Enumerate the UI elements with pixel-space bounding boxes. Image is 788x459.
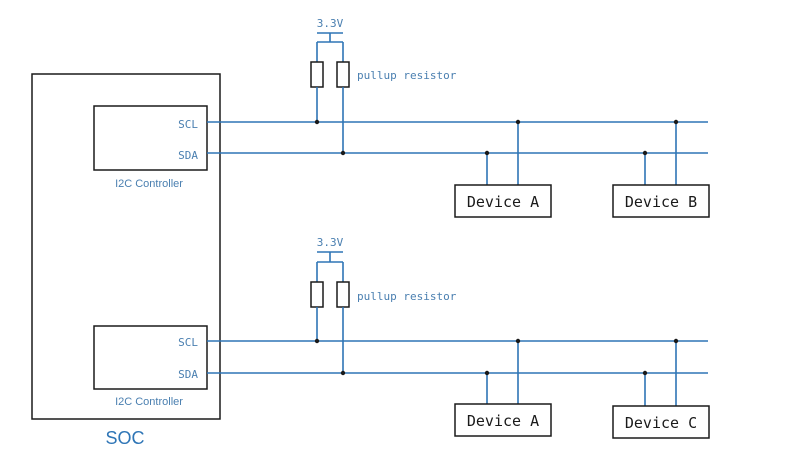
bus-2: SCL SDA I2C Controller 3.3V pullup resis… bbox=[93, 236, 710, 439]
device-b-box-1 bbox=[612, 184, 710, 218]
junction-dot bbox=[314, 338, 320, 344]
junction-dot bbox=[340, 370, 346, 376]
junction-dot bbox=[673, 119, 679, 125]
resistor-label-2: pullup resistor bbox=[357, 290, 457, 303]
supply-label-1: 3.3V bbox=[317, 17, 344, 30]
pullup-resistor-scl-2 bbox=[310, 281, 324, 308]
junction-dot bbox=[515, 119, 521, 125]
pullup-resistor-sda-1 bbox=[336, 61, 350, 88]
junction-dot bbox=[642, 150, 648, 156]
device-a-label-2: Device A bbox=[467, 412, 539, 430]
device-a-label-1: Device A bbox=[467, 193, 539, 211]
pullup-resistor-sda-2 bbox=[336, 281, 350, 308]
junction-dot bbox=[673, 338, 679, 344]
pullup-resistor-scl-1 bbox=[310, 61, 324, 88]
device-a-box-2 bbox=[454, 403, 552, 437]
i2c-controller-2 bbox=[93, 325, 208, 390]
device-c-label-2: Device C bbox=[625, 414, 697, 432]
junction-dot bbox=[340, 150, 346, 156]
soc-label: SOC bbox=[105, 428, 144, 448]
junction-dot bbox=[515, 338, 521, 344]
controller-label-2: I2C Controller bbox=[115, 396, 183, 408]
junction-dot bbox=[642, 370, 648, 376]
scl-label-1: SCL bbox=[178, 118, 198, 131]
junction-dot bbox=[484, 150, 490, 156]
bus-1: SCL SDA I2C Controller 3.3V pullup resis… bbox=[93, 17, 710, 218]
i2c-controller-1 bbox=[93, 105, 208, 171]
resistor-label-1: pullup resistor bbox=[357, 69, 457, 82]
controller-label-1: I2C Controller bbox=[115, 178, 183, 190]
junction-dot bbox=[484, 370, 490, 376]
device-a-box-1 bbox=[454, 184, 552, 218]
supply-label-2: 3.3V bbox=[317, 236, 344, 249]
sda-label-2: SDA bbox=[178, 368, 198, 381]
device-b-label-1: Device B bbox=[625, 193, 697, 211]
sda-label-1: SDA bbox=[178, 149, 198, 162]
device-c-box-2 bbox=[612, 405, 710, 439]
scl-label-2: SCL bbox=[178, 336, 198, 349]
junction-dot bbox=[314, 119, 320, 125]
